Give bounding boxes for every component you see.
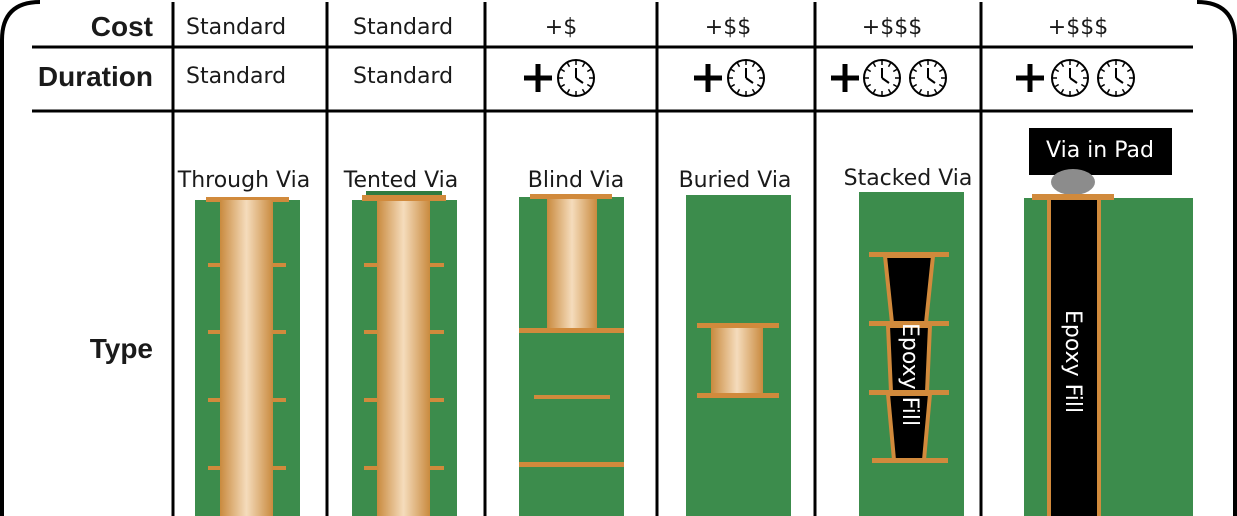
- blind-via-illustration: [519, 194, 624, 516]
- cost-through-via: Standard: [186, 15, 286, 40]
- plus-icon: [1016, 64, 1044, 92]
- via-label-blind: Blind Via: [528, 168, 624, 193]
- cost-via-in-pad: +$$$: [1048, 15, 1108, 40]
- cost-row-label: Cost: [91, 11, 153, 42]
- duration-tented-via: Standard: [353, 64, 453, 89]
- table-grid: [32, 2, 1193, 516]
- clock-icon: [1051, 59, 1089, 97]
- duration-row-label: Duration: [38, 61, 153, 92]
- duration-blind-via: [524, 59, 595, 97]
- duration-buried-via: [694, 59, 765, 97]
- cost-buried-via: +$$: [705, 15, 751, 40]
- stacked-via-illustration: Epoxy Fill: [859, 192, 964, 516]
- clock-icon: [863, 59, 901, 97]
- via-label-stacked: Stacked Via: [844, 166, 973, 191]
- duration-via-in-pad: [1016, 59, 1135, 97]
- plus-icon: [524, 64, 552, 92]
- pad-epoxy-fill-label: Epoxy Fill: [1060, 310, 1085, 413]
- buried-via-illustration: [686, 195, 791, 516]
- cost-blind-via: +$: [545, 15, 577, 40]
- via-label-tented: Tented Via: [343, 168, 458, 193]
- clock-icon: [557, 59, 595, 97]
- clock-icon: [727, 59, 765, 97]
- cost-stacked-via: +$$$: [862, 15, 922, 40]
- through-via-illustration: [195, 197, 300, 516]
- solder-cap: [1051, 169, 1095, 195]
- via-label-through: Through Via: [177, 168, 310, 193]
- duration-stacked-via: [831, 59, 947, 97]
- via-in-pad-label: Via in Pad: [1046, 138, 1154, 163]
- clock-icon: [1097, 59, 1135, 97]
- type-row-label: Type: [90, 333, 153, 364]
- tented-via-illustration: [352, 191, 457, 516]
- duration-through-via: Standard: [186, 64, 286, 89]
- clock-icon: [909, 59, 947, 97]
- plus-icon: [831, 64, 859, 92]
- cost-tented-via: Standard: [353, 15, 453, 40]
- via-in-pad-illustration: Via in Pad Epoxy Fill: [1024, 128, 1193, 516]
- plus-icon: [694, 64, 722, 92]
- stacked-epoxy-fill-label: Epoxy Fill: [897, 323, 922, 426]
- via-label-buried: Buried Via: [679, 168, 792, 193]
